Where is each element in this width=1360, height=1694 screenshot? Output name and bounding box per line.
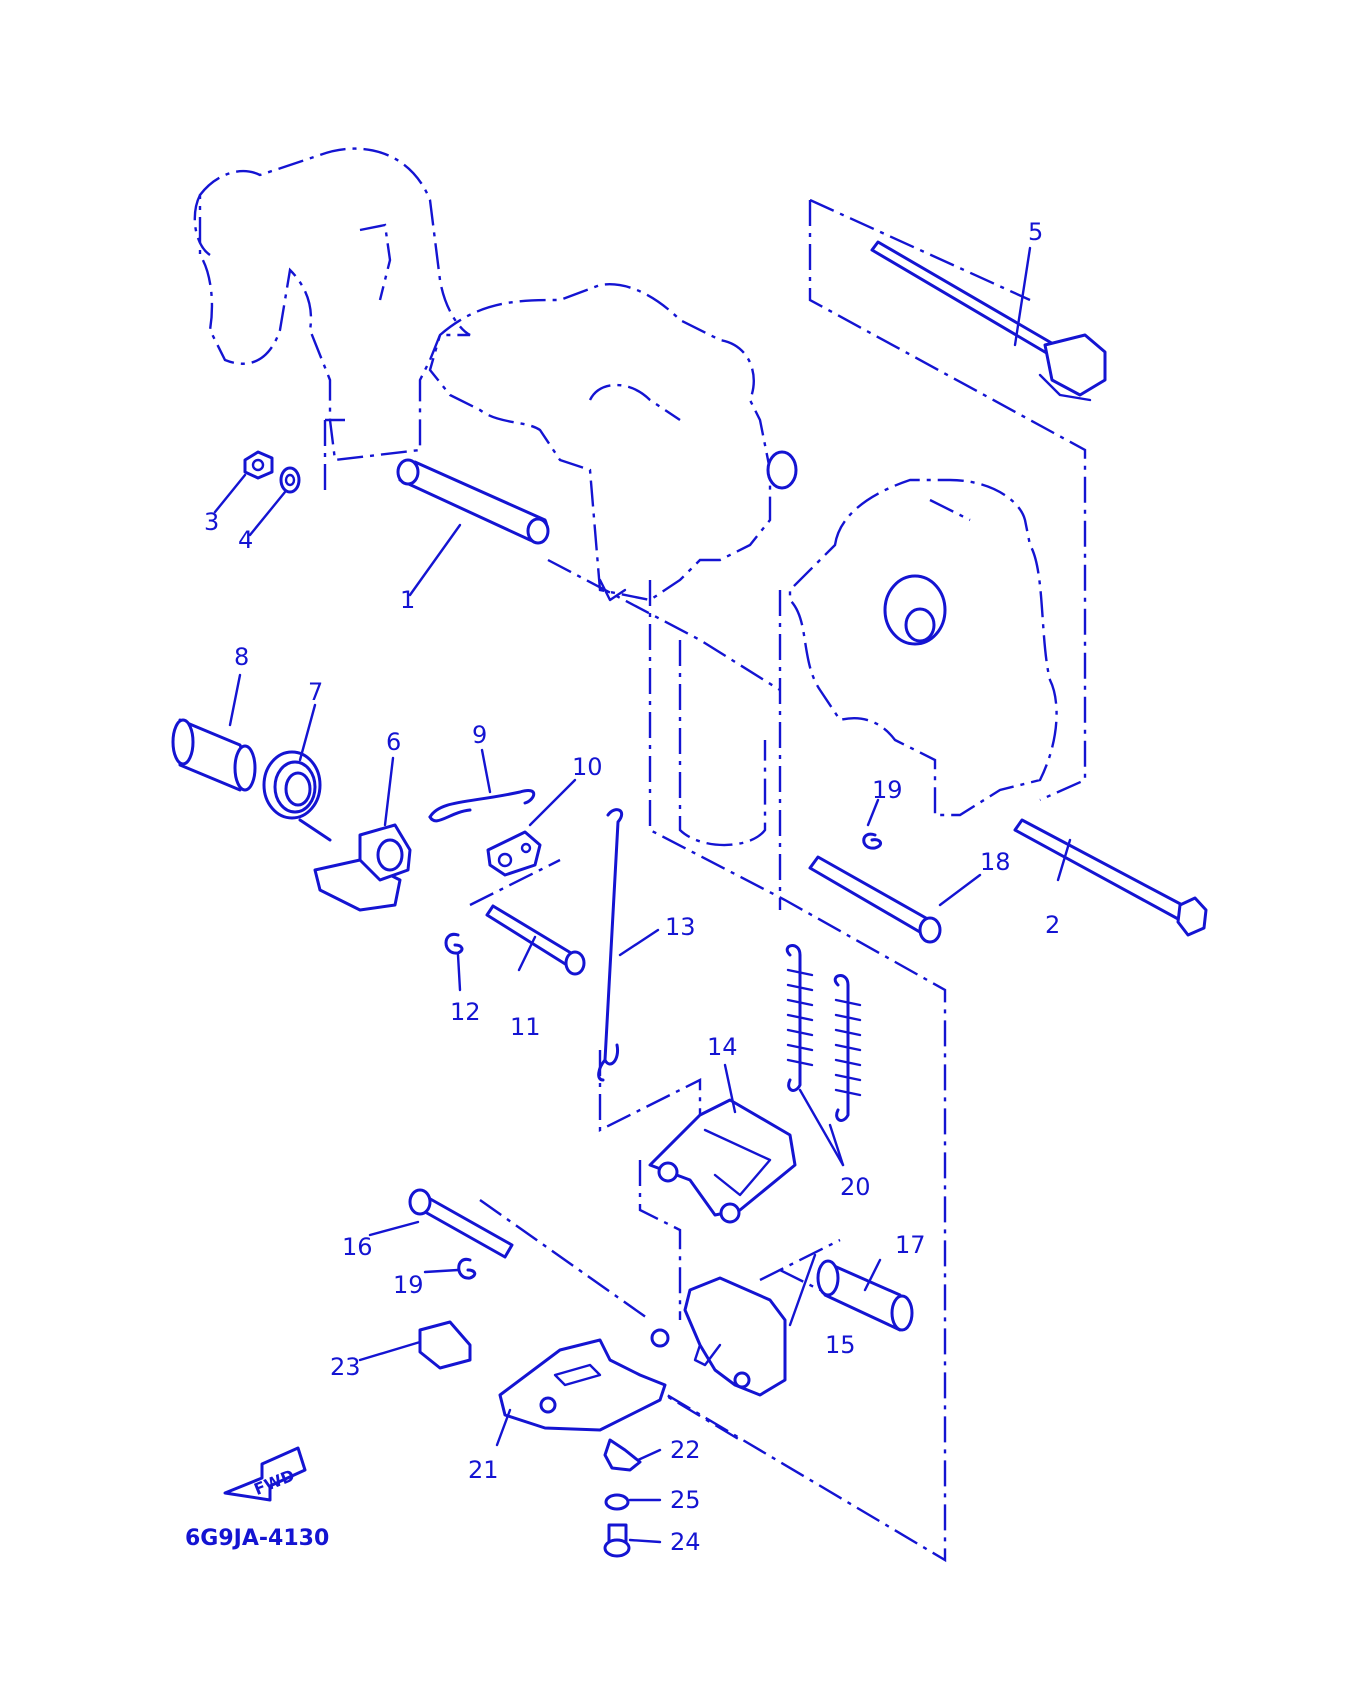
part-10-lever bbox=[486, 830, 542, 877]
callout-23: 23 bbox=[330, 1353, 361, 1381]
part-19-clip-upper bbox=[862, 832, 883, 850]
callout-16: 16 bbox=[342, 1233, 373, 1261]
part-20-springs bbox=[785, 944, 862, 1122]
diagram-code: 6G9JA-4130 bbox=[185, 1526, 329, 1551]
part-6-lever bbox=[313, 823, 412, 912]
callout-20: 20 bbox=[840, 1173, 871, 1201]
part-2-bolt bbox=[1013, 818, 1208, 937]
part-7-torsion-spring bbox=[262, 750, 332, 842]
callout-17: 17 bbox=[895, 1231, 926, 1259]
callout-4: 4 bbox=[238, 526, 253, 554]
callout-14: 14 bbox=[707, 1033, 738, 1061]
part-15-bracket bbox=[650, 1276, 787, 1397]
part-17-tube bbox=[816, 1259, 914, 1332]
part-18-pin bbox=[808, 855, 942, 944]
callout-12: 12 bbox=[450, 998, 481, 1026]
part-3-nut bbox=[243, 450, 274, 480]
part-9-spring bbox=[428, 789, 536, 823]
callout-3: 3 bbox=[204, 508, 219, 536]
part-11-pin bbox=[485, 904, 586, 976]
callout-19-upper: 19 bbox=[872, 776, 903, 804]
callout-19-lower: 19 bbox=[393, 1271, 424, 1299]
part-1-tube bbox=[396, 458, 550, 545]
callout-5: 5 bbox=[1028, 218, 1043, 246]
part-4-washer bbox=[279, 466, 301, 494]
callout-1: 1 bbox=[400, 586, 415, 614]
part-12-clip bbox=[444, 932, 464, 955]
left-clamp-bracket bbox=[193, 147, 471, 462]
callout-10: 10 bbox=[572, 753, 603, 781]
callout-9: 9 bbox=[472, 721, 487, 749]
part-8-bushing bbox=[171, 718, 257, 792]
part-14-frame bbox=[648, 1098, 797, 1224]
callout-8: 8 bbox=[234, 643, 249, 671]
part-13-rod bbox=[597, 808, 624, 1082]
callout-21: 21 bbox=[468, 1456, 499, 1484]
callout-25: 25 bbox=[670, 1486, 701, 1514]
part-21-plate bbox=[498, 1338, 667, 1432]
callout-6: 6 bbox=[386, 728, 401, 756]
part-19-clip-lower bbox=[457, 1257, 477, 1280]
part-16-pin bbox=[408, 1188, 514, 1259]
callout-24: 24 bbox=[670, 1528, 701, 1556]
part-23-cap bbox=[418, 1320, 472, 1370]
callout-13: 13 bbox=[665, 913, 696, 941]
callout-22: 22 bbox=[670, 1436, 701, 1464]
forward-direction-arrow: FWD bbox=[223, 1446, 307, 1502]
callout-18: 18 bbox=[980, 848, 1011, 876]
part-22-clip bbox=[603, 1438, 642, 1472]
callout-11: 11 bbox=[510, 1013, 541, 1041]
callout-7: 7 bbox=[308, 678, 323, 706]
swivel-bracket bbox=[428, 283, 798, 847]
part-24-screw bbox=[603, 1523, 631, 1558]
right-clamp-bracket bbox=[788, 478, 1058, 817]
callout-labels: 1 2 3 4 5 6 7 8 9 10 11 12 13 14 15 16 1… bbox=[204, 218, 1060, 1556]
part-5-rod bbox=[870, 240, 1107, 402]
part-25-washer bbox=[604, 1493, 630, 1511]
callout-2: 2 bbox=[1045, 911, 1060, 939]
callout-15: 15 bbox=[825, 1331, 856, 1359]
leader-lines bbox=[213, 246, 1072, 1544]
